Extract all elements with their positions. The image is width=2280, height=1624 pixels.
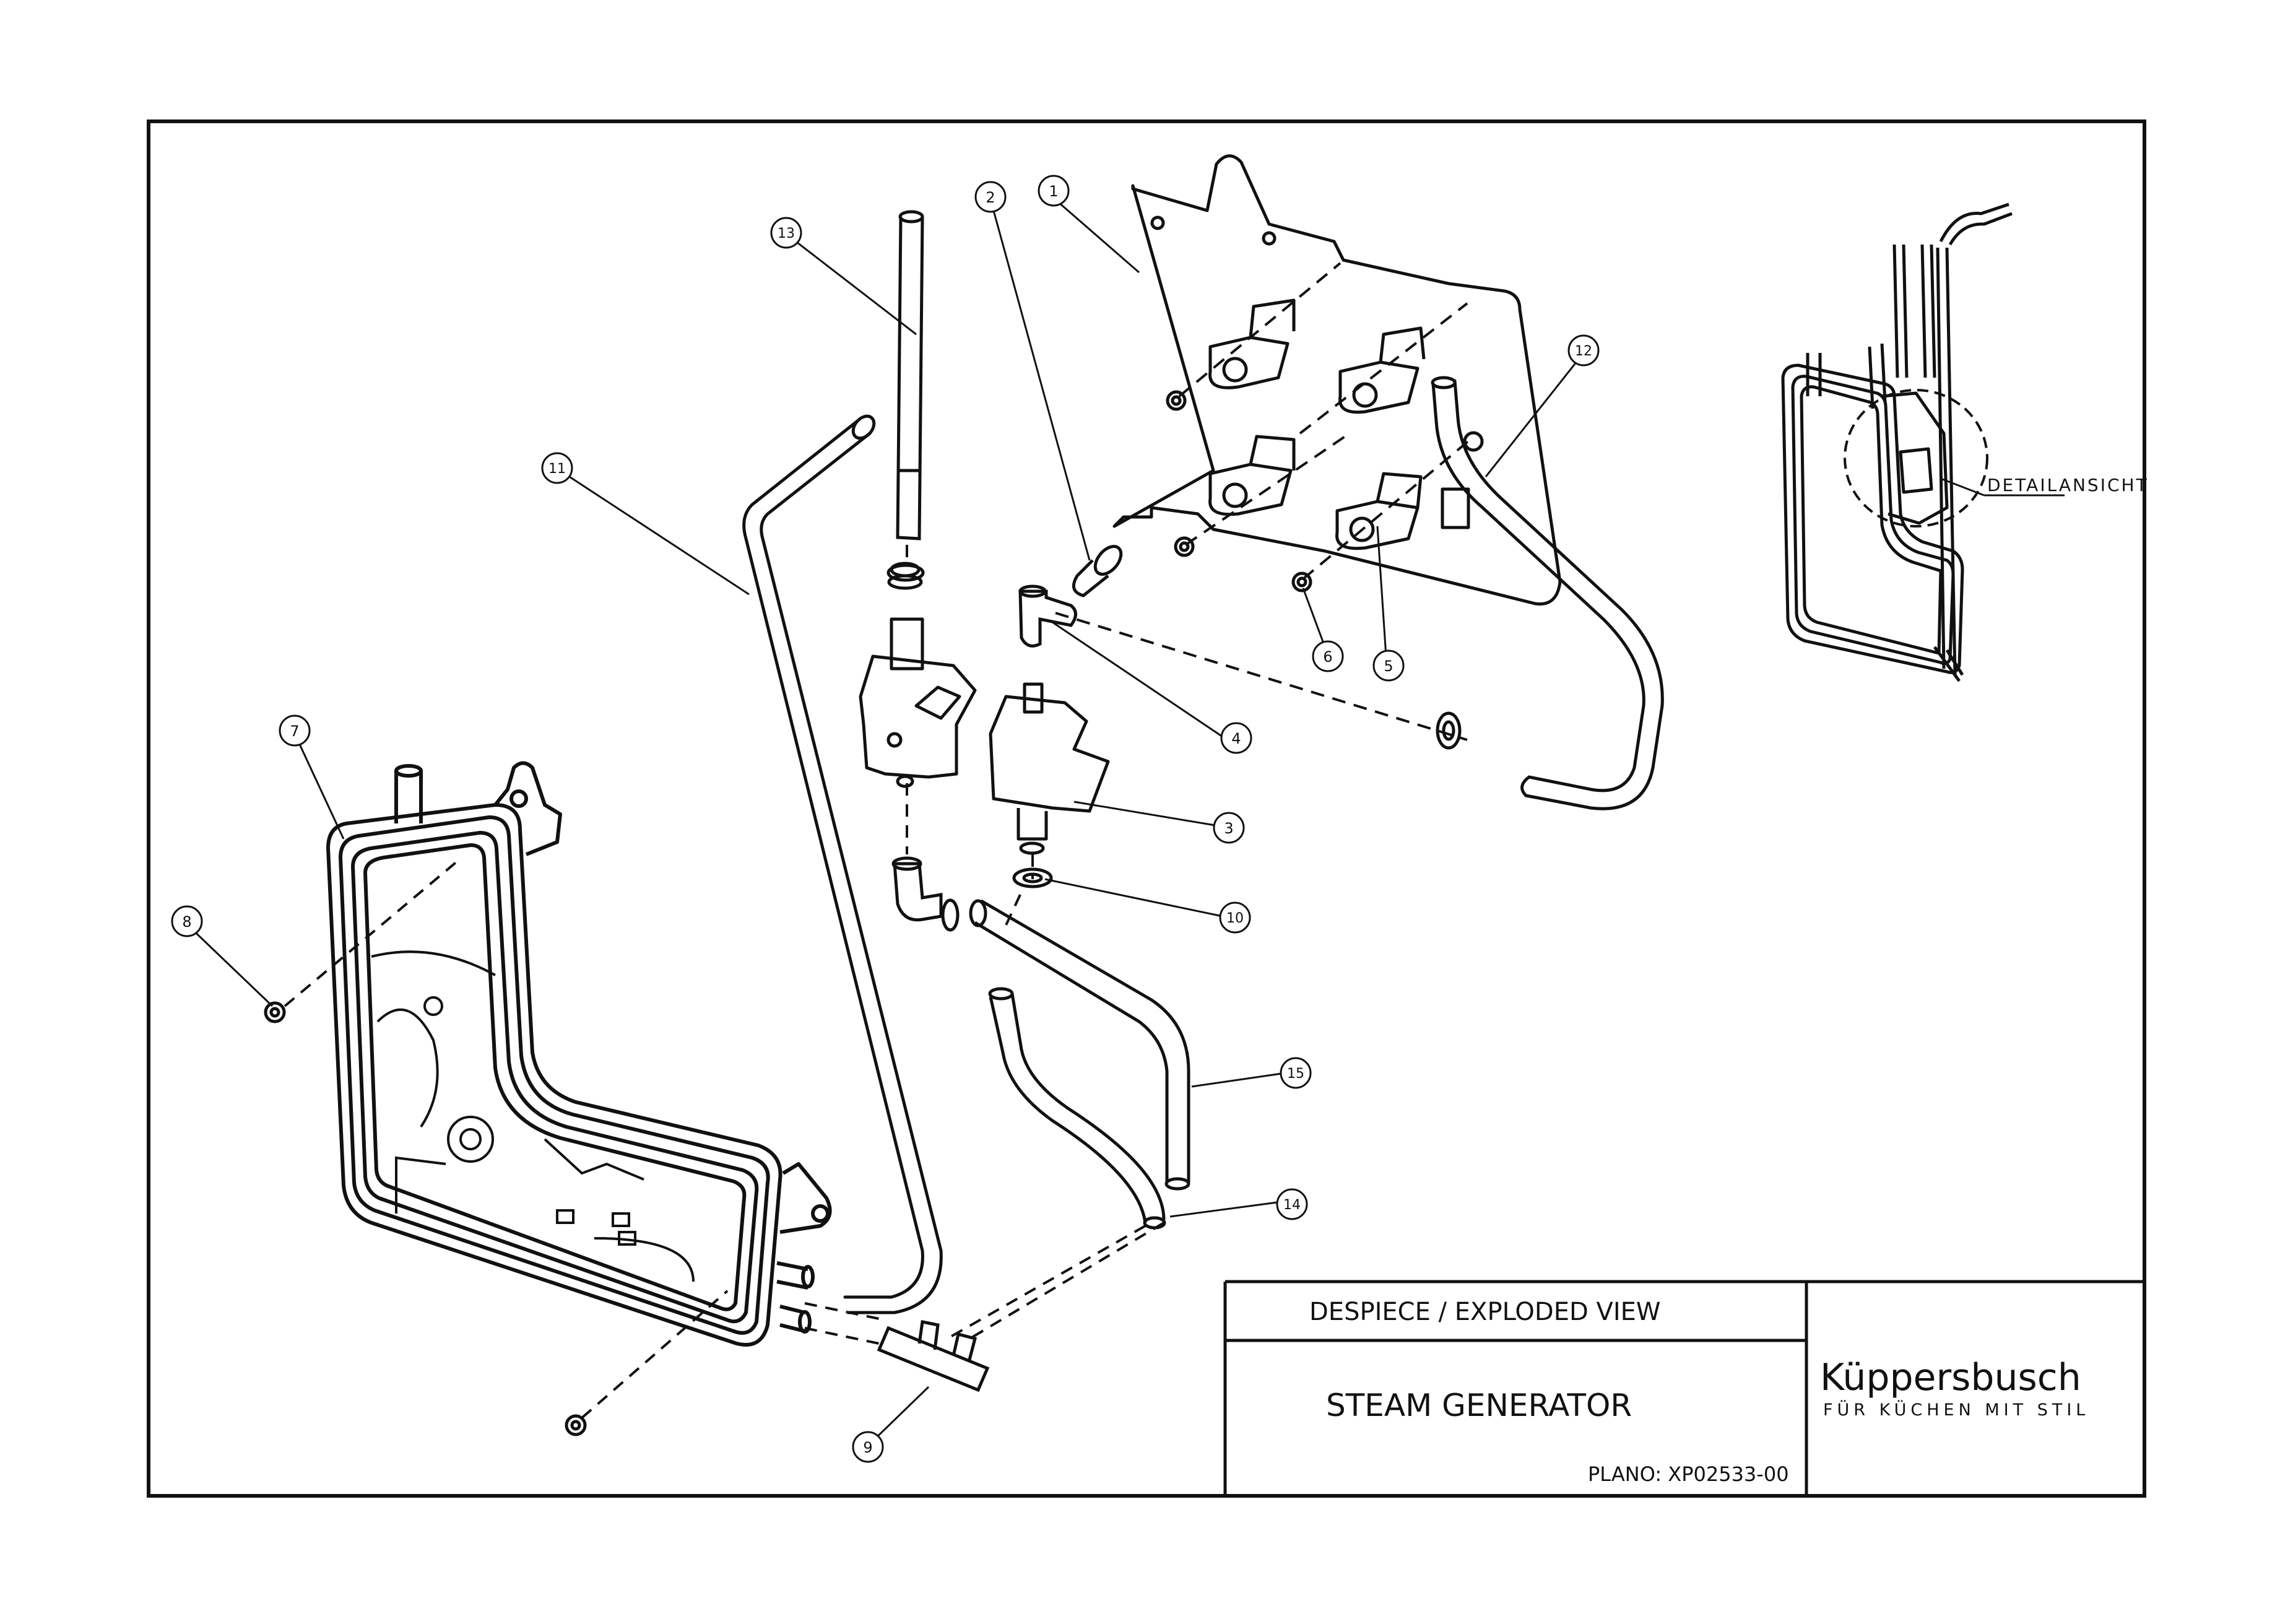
hose-15 bbox=[969, 899, 1190, 1191]
svg-text:8: 8 bbox=[182, 913, 191, 931]
svg-text:5: 5 bbox=[1384, 658, 1393, 675]
callout-13: 13 bbox=[770, 217, 802, 249]
drawing-frame bbox=[147, 119, 2146, 1498]
elbow-4 bbox=[1018, 584, 1077, 648]
tank-fastener-nuts bbox=[264, 1001, 587, 1436]
pipe-13 bbox=[896, 210, 924, 541]
brand-tagline: FÜR KÜCHEN MIT STIL bbox=[1823, 1400, 2089, 1420]
title-plan-number: PLANO: XP02533-00 bbox=[1588, 1462, 1789, 1486]
svg-text:13: 13 bbox=[778, 226, 795, 241]
detail-view-figure bbox=[1781, 202, 2013, 682]
detail-label-leader bbox=[1940, 477, 1985, 497]
sleeve-2 bbox=[1072, 545, 1123, 597]
callout-4: 4 bbox=[1220, 722, 1252, 754]
solenoid-valve-left bbox=[859, 562, 977, 788]
svg-text:14: 14 bbox=[1283, 1197, 1301, 1213]
callout-14: 14 bbox=[1276, 1188, 1308, 1220]
svg-text:4: 4 bbox=[1231, 730, 1241, 747]
hose-14 bbox=[988, 987, 1166, 1230]
svg-text:15: 15 bbox=[1287, 1066, 1304, 1082]
hose-clamp-10-set bbox=[886, 563, 1053, 932]
detail-view-label: DETAILANSICHT bbox=[1987, 475, 2149, 495]
svg-text:10: 10 bbox=[1226, 911, 1244, 926]
svg-text:12: 12 bbox=[1575, 344, 1592, 359]
callout-8: 8 bbox=[171, 905, 203, 937]
hose-clamp-12 bbox=[1436, 711, 1462, 750]
brand-logo: Küppersbusch bbox=[1820, 1356, 2081, 1399]
svg-text:9: 9 bbox=[863, 1439, 872, 1456]
elbow-small bbox=[891, 856, 943, 922]
tank-internals bbox=[371, 950, 695, 1282]
callout-1: 1 bbox=[1038, 175, 1070, 207]
pipe-12 bbox=[1431, 376, 1664, 810]
callout-12: 12 bbox=[1567, 334, 1600, 367]
svg-text:7: 7 bbox=[290, 723, 299, 740]
title-part-name: STEAM GENERATOR bbox=[1326, 1387, 1632, 1423]
callout-2: 2 bbox=[974, 181, 1007, 213]
callout-10: 10 bbox=[1219, 901, 1251, 934]
callout-6: 6 bbox=[1312, 640, 1344, 672]
bracket-5-set bbox=[1208, 298, 1426, 550]
callout-3: 3 bbox=[1213, 812, 1245, 844]
steam-generator-tank bbox=[326, 761, 832, 1347]
tank-assembly-lines bbox=[284, 859, 729, 1419]
callout-5: 5 bbox=[1372, 649, 1405, 682]
svg-text:1: 1 bbox=[1049, 183, 1058, 200]
title-block bbox=[1223, 1280, 2144, 1496]
nut-6-set bbox=[1166, 390, 1484, 593]
t-piece-9 bbox=[877, 1320, 990, 1392]
svg-text:3: 3 bbox=[1224, 820, 1233, 837]
title-header: DESPIECE / EXPLODED VIEW bbox=[1309, 1298, 1660, 1326]
detail-view-highlight-circle bbox=[1844, 389, 1988, 528]
callout-15: 15 bbox=[1280, 1057, 1312, 1089]
valve-assembly-lines bbox=[906, 545, 1034, 932]
solenoid-valve-right bbox=[989, 682, 1110, 855]
tpiece-assembly-lines bbox=[804, 1222, 1165, 1345]
callout-7: 7 bbox=[279, 714, 311, 747]
callout-11: 11 bbox=[541, 452, 573, 484]
svg-text:2: 2 bbox=[986, 189, 995, 206]
callout-9: 9 bbox=[852, 1431, 884, 1463]
pipe-11 bbox=[742, 414, 943, 1314]
svg-text:6: 6 bbox=[1323, 648, 1332, 666]
plate-assembly-lines bbox=[1055, 262, 1472, 741]
svg-text:11: 11 bbox=[548, 461, 566, 477]
mounting-plate bbox=[1112, 154, 1562, 606]
